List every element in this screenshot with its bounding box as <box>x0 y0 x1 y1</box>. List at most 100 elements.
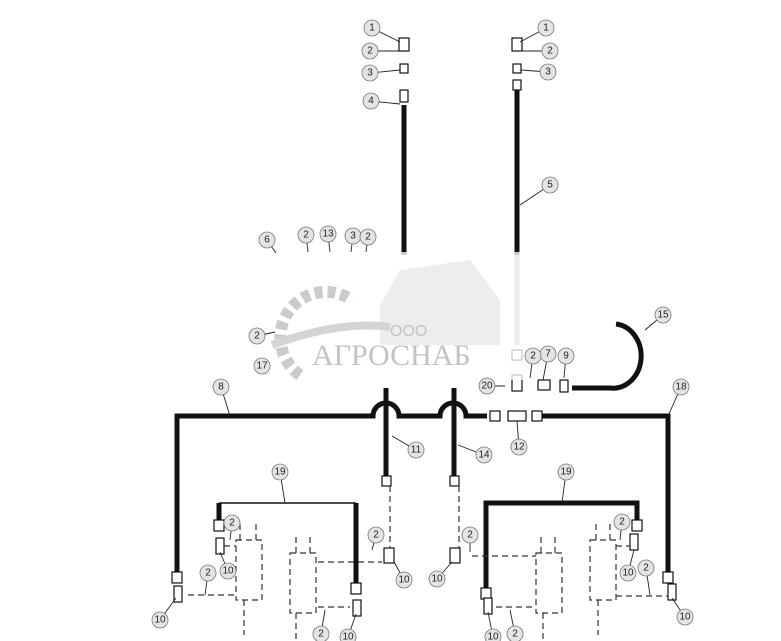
callout-circle <box>541 176 559 194</box>
callout-number: 3 <box>545 67 551 78</box>
callout-number: 17 <box>256 361 268 372</box>
callout-2: 2 <box>613 513 631 541</box>
callout-19: 19 <box>271 463 289 504</box>
callout-circle <box>475 446 493 464</box>
callout-circle <box>506 625 524 641</box>
callout-12: 12 <box>510 420 528 456</box>
callout-circle <box>363 19 381 37</box>
callout-number: 15 <box>657 310 669 321</box>
callout-circle <box>461 526 479 544</box>
callout-10: 10 <box>151 597 177 629</box>
callout-8: 8 <box>212 378 231 417</box>
callout-2: 2 <box>367 526 385 551</box>
watermark-name: АГРОСНАБ <box>312 339 471 372</box>
callout-number: 20 <box>481 381 493 392</box>
watermark-prefix: ООО <box>390 323 427 340</box>
callout-number: 14 <box>478 450 490 461</box>
callout-10: 10 <box>428 561 453 588</box>
callout-number: 10 <box>431 574 443 585</box>
callout-number: 2 <box>229 518 235 529</box>
callout-number: 4 <box>368 96 374 107</box>
callout-number: 10 <box>679 612 691 623</box>
callout-circle <box>672 378 690 396</box>
callout-1: 1 <box>363 19 401 43</box>
callout-number: 10 <box>154 615 166 626</box>
callout-2: 2 <box>248 327 276 345</box>
callout-2: 2 <box>524 347 542 379</box>
callout-10: 10 <box>484 611 502 641</box>
callout-circle <box>541 42 559 60</box>
callout-5: 5 <box>519 176 559 206</box>
callout-circle <box>359 228 377 246</box>
callout-1: 1 <box>519 19 555 43</box>
callout-18: 18 <box>667 378 690 417</box>
callout-circle <box>613 513 631 531</box>
callout-number: 2 <box>467 530 473 541</box>
agrosnab-watermark: ООО АГРОСНАБ <box>248 252 538 380</box>
callout-circle <box>253 357 271 375</box>
callout-number: 5 <box>547 180 553 191</box>
callout-circle <box>258 231 276 249</box>
callout-number: 18 <box>675 382 687 393</box>
callout-circle <box>361 42 379 60</box>
callout-2: 2 <box>461 526 479 552</box>
callout-circle <box>319 225 337 243</box>
callout-number: 8 <box>218 382 224 393</box>
callout-2: 2 <box>506 609 524 641</box>
callout-2: 2 <box>361 42 399 60</box>
callout-15: 15 <box>644 306 672 331</box>
callout-number: 2 <box>365 232 371 243</box>
callout-10: 10 <box>393 561 413 589</box>
callout-circle <box>297 226 315 244</box>
callout-circle <box>478 377 496 395</box>
callout-number: 12 <box>513 442 525 453</box>
callout-number: 7 <box>545 349 551 360</box>
callout-2: 2 <box>297 226 315 253</box>
callout-circle <box>510 438 528 456</box>
callout-number: 1 <box>543 23 549 34</box>
callout-number: 13 <box>322 229 334 240</box>
callout-3: 3 <box>361 64 401 82</box>
callout-circle <box>539 63 557 81</box>
callout-14: 14 <box>457 444 493 464</box>
callout-13: 13 <box>319 225 337 253</box>
callout-2: 2 <box>637 559 655 596</box>
callout-number: 2 <box>530 351 536 362</box>
callout-circle <box>339 628 357 641</box>
callout-number: 3 <box>350 231 356 242</box>
callout-circle <box>395 571 413 589</box>
callout-9: 9 <box>557 347 575 379</box>
callout-circle <box>428 570 446 588</box>
callout-number: 9 <box>563 351 569 362</box>
callout-number: 2 <box>373 530 379 541</box>
callout-circle <box>312 625 330 641</box>
callout-2: 2 <box>312 609 330 641</box>
callout-circle <box>199 564 217 582</box>
callout-number: 2 <box>318 629 324 640</box>
callout-number: 2 <box>254 331 260 342</box>
callout-number: 19 <box>560 467 572 478</box>
callout-circle <box>248 327 266 345</box>
callout-number: 2 <box>547 46 553 57</box>
callout-number: 10 <box>342 632 354 641</box>
callout-number: 11 <box>411 445 422 456</box>
callout-circle <box>537 19 555 37</box>
callout-number: 2 <box>512 629 518 640</box>
callout-circle <box>219 562 237 580</box>
callout-10: 10 <box>219 551 237 580</box>
callout-circle <box>271 463 289 481</box>
callout-number: 10 <box>622 568 634 579</box>
callout-number: 10 <box>222 566 234 577</box>
callout-10: 10 <box>671 597 694 626</box>
callout-10: 10 <box>339 613 357 641</box>
callout-number: 2 <box>303 230 309 241</box>
callout-circle <box>676 608 694 626</box>
callout-circle <box>484 628 502 641</box>
callout-6: 6 <box>258 231 277 254</box>
callout-19: 19 <box>557 463 575 504</box>
callout-10: 10 <box>619 549 637 582</box>
callout-number: 3 <box>367 68 373 79</box>
callout-number: 2 <box>619 517 625 528</box>
